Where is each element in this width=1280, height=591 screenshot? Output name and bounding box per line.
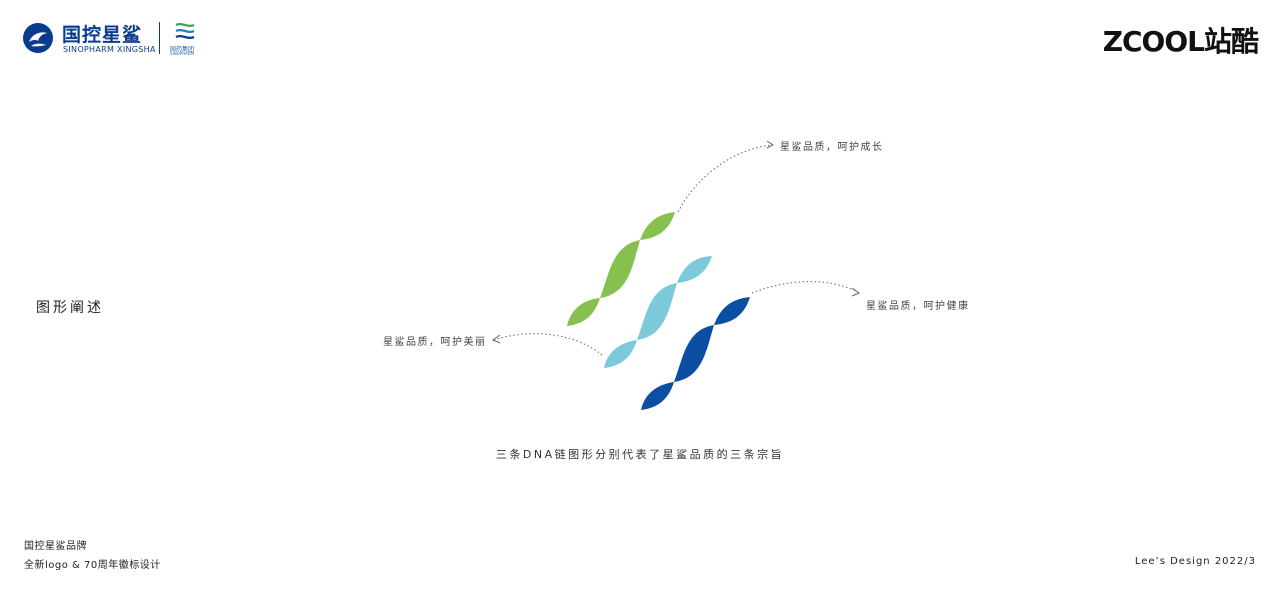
leader-arrow-right xyxy=(851,287,861,297)
dark-blue-leaf-middle xyxy=(674,325,714,382)
sinopharm-wave-icon xyxy=(175,23,195,39)
annotation-beauty: 星鲨品质，呵护美丽 xyxy=(383,337,487,348)
brand-name-cn: 国控星鲨 xyxy=(62,24,143,46)
dark-blue-dna-strand xyxy=(641,297,750,410)
light-blue-leaf-top xyxy=(677,256,712,283)
light-blue-leaf-bottom xyxy=(604,340,637,368)
dark-blue-leaf-bottom xyxy=(641,382,674,410)
leader-line-right xyxy=(751,281,859,294)
leader-arrow-left xyxy=(491,334,501,344)
shark-emblem-icon xyxy=(23,23,53,53)
light-blue-dna-strand xyxy=(604,256,712,368)
green-leaf-top xyxy=(640,212,675,240)
leader-line-top xyxy=(677,144,773,213)
logo-divider xyxy=(159,22,160,54)
group-name-en: SINOPHARM xyxy=(170,51,195,56)
green-leaf-middle xyxy=(600,240,640,298)
annotation-health: 星鲨品质，呵护健康 xyxy=(866,301,970,312)
footer-credit: Lee’s Design 2022/3 xyxy=(1134,556,1256,567)
brand-name-en: SINOPHARM XINGSHA xyxy=(63,45,156,54)
brand-logo: 国控星鲨 SINOPHARM XINGSHA 国药集团 SINOPHARM xyxy=(22,20,202,56)
green-dna-strand xyxy=(567,212,675,326)
diagram-caption: 三条DNA链图形分别代表了星鲨品质的三条宗旨 xyxy=(495,448,785,461)
group-name-cn: 国药集团 xyxy=(170,46,195,53)
green-leaf-bottom xyxy=(567,298,600,326)
footer-brand: 国控星鲨品牌 xyxy=(24,541,87,552)
leader-line-left xyxy=(493,333,603,356)
annotation-growth: 星鲨品质，呵护成长 xyxy=(780,142,884,153)
section-title: 图形阐述 xyxy=(36,300,104,316)
leader-arrow-top xyxy=(766,140,774,149)
footer-subtitle: 全新logo & 70周年徽标设计 xyxy=(24,560,161,571)
light-blue-leaf-middle xyxy=(637,283,677,340)
zcool-logo: ZCOOL站酷 xyxy=(1102,25,1259,58)
dark-blue-leaf-top xyxy=(714,297,750,325)
